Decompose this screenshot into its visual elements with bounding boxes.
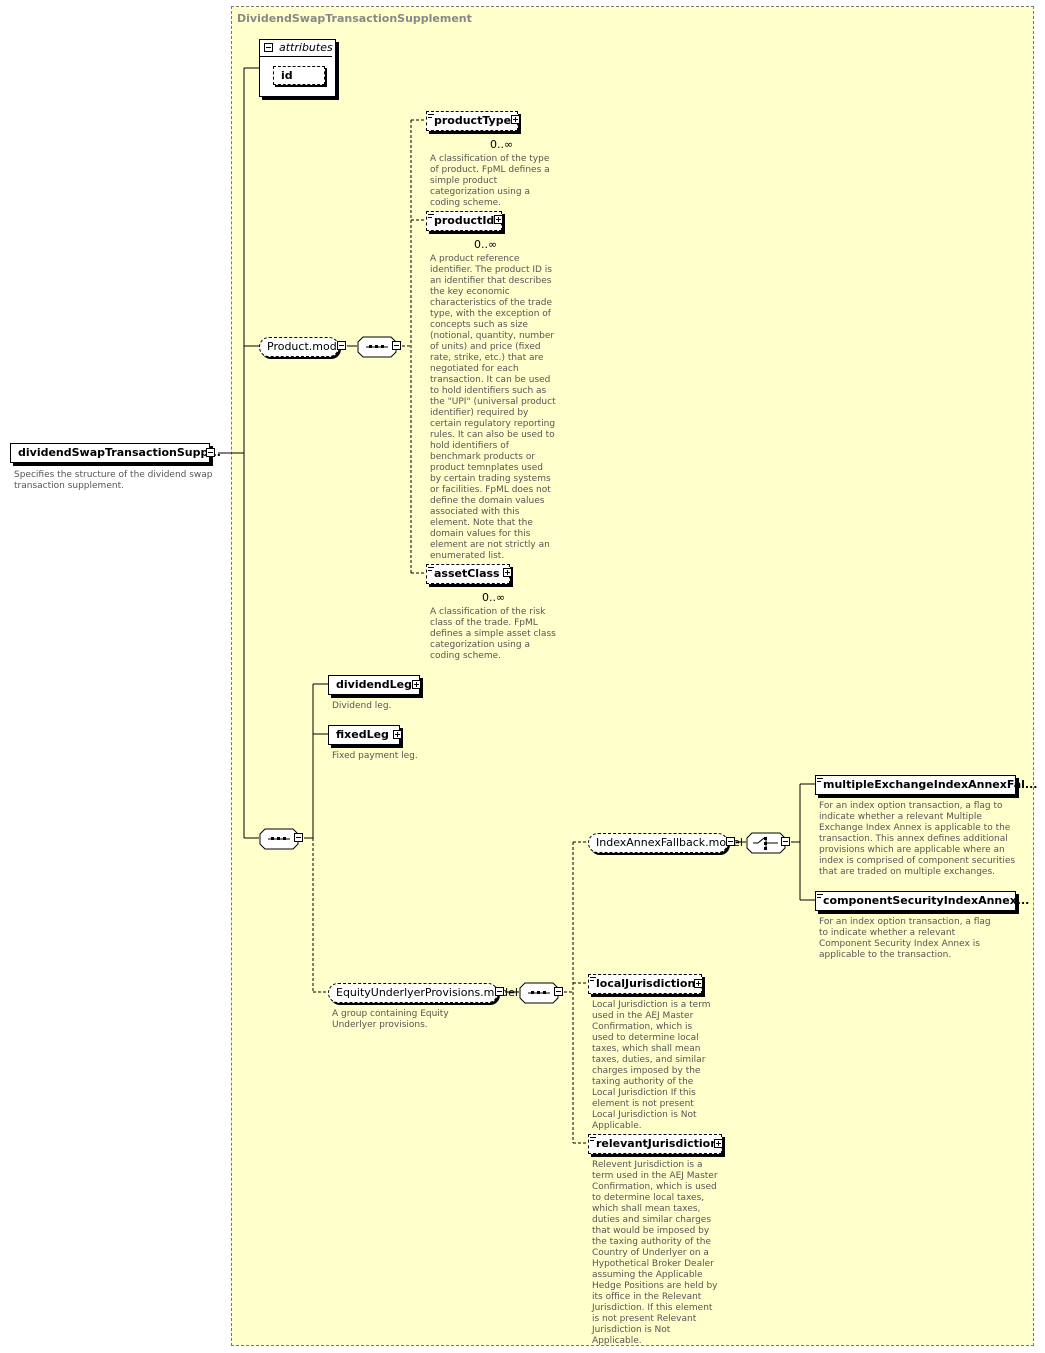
assetClass-occurs: 0..∞ <box>482 591 506 604</box>
expand-icon[interactable] <box>511 115 520 124</box>
expand-icon[interactable] <box>494 215 503 224</box>
fixedLeg-description: Fixed payment leg. <box>332 751 418 761</box>
tick-mark <box>428 567 434 568</box>
sequence-collapse-icon[interactable] <box>294 833 303 842</box>
product-model-group[interactable]: Product.model <box>259 337 347 357</box>
equity-model-label: EquityUnderlyerProvisions.model <box>336 986 518 999</box>
element-fixedLeg[interactable]: fixedLeg <box>328 725 400 745</box>
element-assetClass[interactable]: assetClass <box>426 564 510 584</box>
expand-icon[interactable] <box>714 1139 723 1148</box>
multipleExchange-label: multipleExchangeIndexAnnexFal... <box>823 778 1038 791</box>
tick-mark <box>428 214 434 215</box>
localJurisdiction-label: localJurisdiction <box>596 977 696 990</box>
componentSecurity-description: For an index option transaction, a flag … <box>819 917 991 960</box>
productType-description: A classification of the type of product.… <box>430 154 550 208</box>
equity-model-description: A group containing Equity Underlyer prov… <box>332 1009 449 1030</box>
attribute-id[interactable] <box>273 66 325 85</box>
fixedLeg-label: fixedLeg <box>336 728 389 741</box>
index-model-group[interactable]: IndexAnnexFallback.model <box>588 833 743 853</box>
type-title: DividendSwapTransactionSupplement <box>237 12 472 25</box>
expand-icon[interactable] <box>412 680 421 689</box>
localJurisdiction-description: Local Jurisdiction is a term used in the… <box>592 1000 711 1131</box>
attribute-id-label: id <box>281 69 293 82</box>
element-componentSecurityIndexAnnexFallback[interactable]: componentSecurityIndexAnnex... <box>815 891 1029 911</box>
productType-label: productType <box>434 114 512 127</box>
collapse-icon[interactable] <box>206 448 215 457</box>
sequence-icon <box>357 336 397 358</box>
tick-mark <box>590 1137 596 1138</box>
tick-mark <box>590 977 596 978</box>
relevantJurisdiction-label: relevantJurisdiction <box>596 1137 719 1150</box>
product-model-collapse-icon[interactable] <box>337 341 346 350</box>
dividendLeg-label: dividendLeg <box>336 678 412 691</box>
componentSecurity-label: componentSecurityIndexAnnex... <box>823 894 1030 907</box>
element-relevantJurisdiction[interactable]: relevantJurisdiction <box>588 1134 722 1154</box>
root-element[interactable]: dividendSwapTransactionSupp... <box>10 443 221 463</box>
productId-occurs: 0..∞ <box>474 238 498 251</box>
equity-model-group[interactable]: EquityUnderlyerProvisions.model <box>328 983 518 1003</box>
element-productType[interactable]: productType <box>426 111 518 131</box>
tick-mark <box>590 980 594 981</box>
productType-occurs: 0..∞ <box>490 138 514 151</box>
relevantJurisdiction-description: Relevent Jurisdiction is a term used in … <box>592 1160 718 1346</box>
element-localJurisdiction[interactable]: localJurisdiction <box>588 974 702 994</box>
tick-mark <box>590 1140 594 1141</box>
assetClass-label: assetClass <box>434 567 500 580</box>
tick-mark <box>817 897 821 898</box>
equity-model-collapse-icon[interactable] <box>495 987 504 996</box>
productId-label: productId <box>434 214 495 227</box>
sequence-collapse-icon[interactable] <box>392 341 401 350</box>
tick-mark <box>817 778 823 779</box>
sequence-collapse-icon[interactable] <box>554 987 563 996</box>
attributes-header <box>259 39 332 57</box>
tick-mark <box>428 217 432 218</box>
expand-icon[interactable] <box>694 979 703 988</box>
sequence-icon <box>259 828 299 850</box>
expand-icon[interactable] <box>393 730 402 739</box>
index-model-label: IndexAnnexFallback.model <box>596 836 743 849</box>
tick-mark <box>817 781 821 782</box>
index-model-collapse-icon[interactable] <box>726 837 735 846</box>
element-multipleExchangeIndexAnnexFallback[interactable]: multipleExchangeIndexAnnexFal... <box>815 775 1037 795</box>
dividendLeg-description: Dividend leg. <box>332 701 392 711</box>
choice-collapse-icon[interactable] <box>781 837 790 846</box>
tick-mark <box>428 570 432 571</box>
root-description: Specifies the structure of the dividend … <box>14 470 213 491</box>
sequence-icon <box>519 982 559 1004</box>
expand-icon[interactable] <box>503 568 512 577</box>
product-model-label: Product.model <box>267 340 347 353</box>
attributes-collapse-icon[interactable] <box>264 43 273 52</box>
multipleExchange-description: For an index option transaction, a flag … <box>819 801 1016 877</box>
element-dividendLeg[interactable]: dividendLeg <box>328 675 420 695</box>
tick-mark <box>817 894 823 895</box>
productId-description: A product reference identifier. The prod… <box>430 254 556 561</box>
tick-mark <box>428 117 432 118</box>
element-productId[interactable]: productId <box>426 211 502 231</box>
assetClass-description: A classification of the risk class of th… <box>430 607 556 661</box>
choice-icon <box>746 832 786 854</box>
attributes-title: attributes <box>279 41 333 54</box>
tick-mark <box>428 114 434 115</box>
root-element-label: dividendSwapTransactionSupp... <box>18 446 221 459</box>
